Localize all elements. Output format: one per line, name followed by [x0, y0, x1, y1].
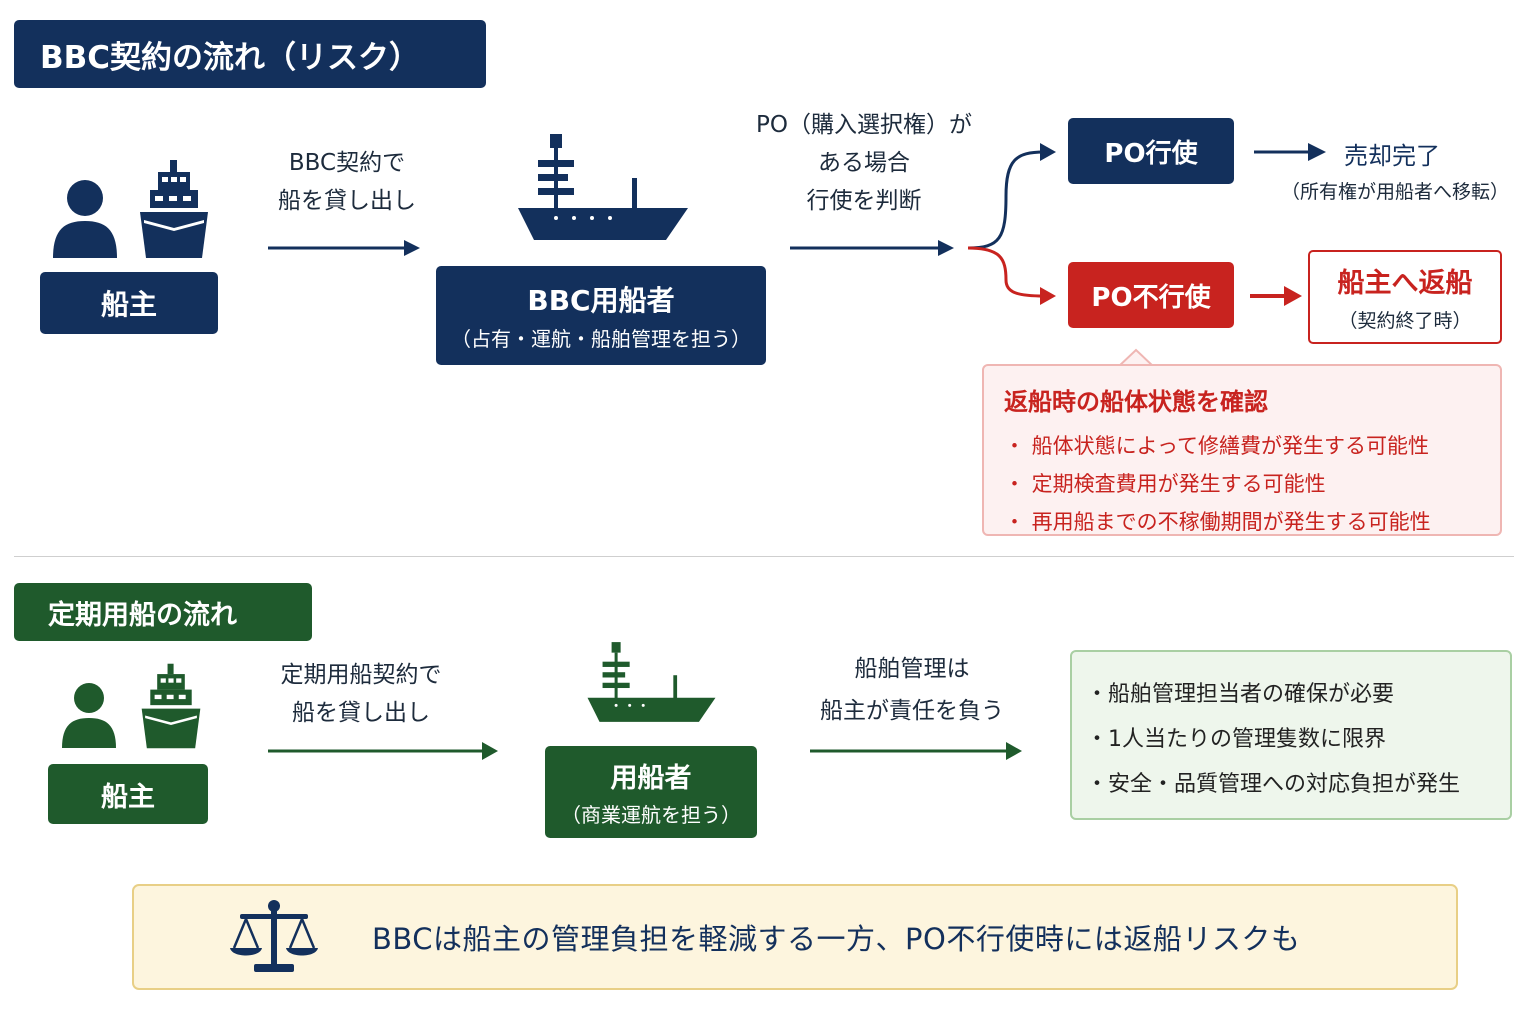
burden-item: ・安全・品質管理への対応負担が発生 [1086, 772, 1461, 797]
time-burden-panel: ・船舶管理担当者の確保が必要 ・1人当たりの管理隻数に限界 ・安全・品質管理への… [1070, 650, 1512, 820]
po-line1: PO（購入選択権）が [756, 112, 972, 138]
person-icon [62, 683, 116, 748]
bbc-step1-line1: BBC契約で [288, 150, 406, 176]
bbc-charterer-label: BBC用船者 [527, 284, 675, 317]
time-charterer-sub: （商業運航を担う） [561, 803, 741, 827]
po-exercise-label: PO行使 [1104, 138, 1198, 169]
branch-to-po-not-exercise [967, 246, 1045, 298]
po-not-exercise-label: PO不行使 [1091, 282, 1211, 313]
balance-scale-icon [230, 900, 318, 972]
branch-to-po-exercise [967, 150, 1045, 250]
sale-complete-label: 売却完了 [1344, 142, 1440, 170]
bbc-arrows [268, 143, 1326, 306]
time-charterer-label: 用船者 [610, 763, 692, 794]
po-line3: 行使を判断 [806, 188, 922, 214]
risk-box: 返船時の船体状態を確認 ・ 船体状態によって修繕費が発生する可能性 ・ 定期検査… [982, 364, 1502, 536]
po-line2: ある場合 [818, 150, 910, 176]
risk-callout-pointer [1118, 348, 1154, 368]
po-not-exercise-badge: PO不行使 [1068, 262, 1234, 328]
bbc-charterer-badge: BBC用船者 （占有・運航・船舶管理を担う） [436, 266, 766, 365]
bbc-owner-badge: 船主 [40, 272, 218, 334]
risk-title: 返船時の船体状態を確認 [1004, 388, 1268, 416]
time-step1-caption: 定期用船契約で 船を貸し出し [256, 656, 466, 732]
mgmt-caption: 船舶管理は 船主が責任を負う [792, 648, 1032, 732]
summary-note-text: BBCは船主の管理負担を軽減する一方、PO不行使時には返船リスクも [372, 922, 1301, 956]
risk-item: ・ 船体状態によって修繕費が発生する可能性 [1004, 434, 1429, 458]
ship-front-icon [140, 160, 208, 258]
person-icon [53, 180, 117, 258]
ship-front-icon [141, 663, 201, 749]
bbc-charterer-sub: （占有・運航・船舶管理を担う） [451, 327, 751, 351]
time-section-title: 定期用船の流れ [14, 583, 312, 641]
risk-item: ・ 定期検査費用が発生する可能性 [1004, 472, 1326, 496]
time-owner-badge: 船主 [48, 764, 208, 824]
time-step1-line2: 船を貸し出し [292, 700, 430, 726]
burden-item: ・船舶管理担当者の確保が必要 [1086, 682, 1395, 707]
time-step1-line1: 定期用船契約で [280, 662, 442, 688]
time-arrows [268, 742, 1022, 760]
return-ship-sub: （契約終了時） [1338, 310, 1472, 332]
mgmt-line2: 船主が責任を負う [820, 698, 1004, 724]
bbc-step1-line2: 船を貸し出し [278, 188, 416, 214]
section-divider [14, 556, 1514, 557]
burden-item: ・1人当たりの管理隻数に限界 [1086, 727, 1386, 752]
po-caption: PO（購入選択権）が ある場合 行使を判断 [736, 106, 992, 220]
return-ship-label: 船主へ返船 [1337, 268, 1473, 299]
cargo-ship-icon [587, 642, 716, 722]
summary-note: BBCは船主の管理負担を軽減する一方、PO不行使時には返船リスクも [132, 884, 1458, 990]
time-owner-label: 船主 [101, 781, 155, 813]
mgmt-line1: 船舶管理は [854, 656, 970, 682]
bbc-step1-caption: BBC契約で 船を貸し出し [252, 144, 442, 220]
return-ship-box: 船主へ返船 （契約終了時） [1308, 250, 1502, 344]
risk-item: ・ 再用船までの不稼働期間が発生する可能性 [1004, 510, 1431, 534]
time-charterer-badge: 用船者 （商業運航を担う） [545, 746, 757, 838]
sale-complete-sub: （所有権が用船者へ移転） [1280, 181, 1509, 203]
sale-complete-block: 売却完了 （所有権が用船者へ移転） [1260, 136, 1530, 204]
po-exercise-badge: PO行使 [1068, 118, 1234, 184]
bbc-section-title: BBC契約の流れ（リスク） [14, 20, 486, 88]
cargo-ship-icon [518, 134, 688, 240]
bbc-owner-label: 船主 [100, 288, 157, 321]
